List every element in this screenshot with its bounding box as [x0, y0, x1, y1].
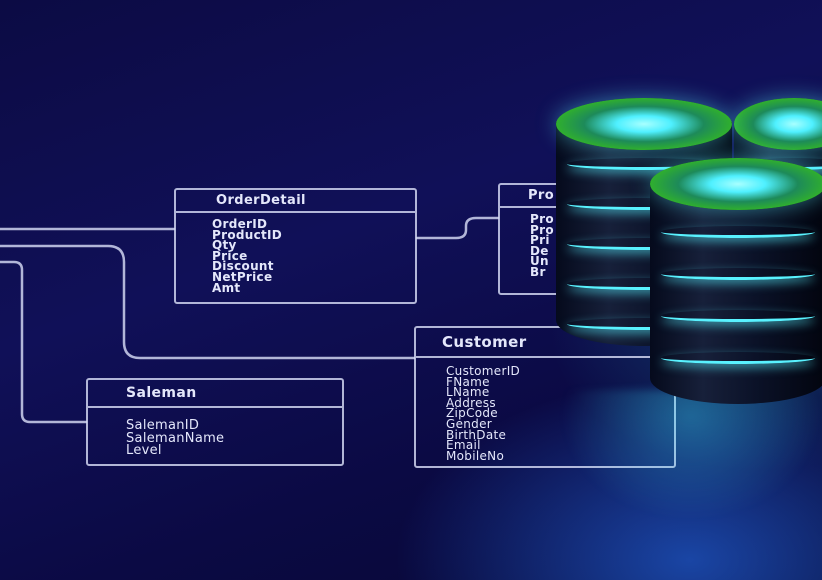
database-ring	[660, 268, 816, 280]
orderdetail-title: OrderDetail	[176, 190, 415, 213]
saleman-field-list: SalemanID SalemanName Level	[88, 408, 342, 458]
field-customerid: CustomerID	[446, 364, 521, 378]
field-amt: Amt	[212, 280, 241, 295]
field-discount: Discount	[212, 259, 274, 274]
field-product-3: Pri	[530, 233, 550, 248]
orderdetail-table: OrderDetail OrderID ProductID Qty Price …	[174, 188, 417, 304]
database-cap	[650, 158, 822, 210]
customer-table: Customer CustomerID FName LName Address …	[414, 326, 676, 468]
field-netprice: NetPrice	[212, 269, 273, 284]
field-qty: Qty	[212, 238, 237, 253]
field-zipcode: ZipCode	[446, 406, 498, 421]
database-icon-front	[650, 158, 822, 404]
customer-field-list: CustomerID FName LName Address ZipCode G…	[416, 358, 674, 461]
field-productid: ProductID	[212, 227, 283, 242]
saleman-title: Saleman	[88, 380, 342, 408]
database-ring	[566, 318, 722, 330]
database-cap	[734, 98, 822, 150]
database-reflection	[560, 390, 822, 520]
field-product-6: Br	[530, 264, 546, 279]
database-ring	[566, 158, 722, 170]
field-email: Email	[446, 438, 481, 453]
field-product-2: Pro	[530, 222, 554, 237]
connector-orderdetail-to-product	[415, 216, 500, 240]
field-salemanid: SalemanID	[126, 418, 200, 433]
field-product-1: Pro	[530, 212, 554, 226]
product-field-list: Pro Pro Pri De Un Br	[500, 208, 586, 278]
orderdetail-field-list: OrderID ProductID Qty Price Discount Net…	[176, 213, 415, 293]
customer-title: Customer	[416, 328, 674, 358]
field-price: Price	[212, 248, 248, 263]
field-address: Address	[446, 395, 496, 410]
field-product-5: Un	[530, 254, 549, 269]
database-ring	[566, 198, 722, 210]
field-fname: FName	[446, 374, 490, 389]
field-orderid: OrderID	[212, 217, 268, 231]
database-ring	[566, 278, 722, 290]
database-ring	[566, 238, 722, 250]
connector-left-to-saleman	[0, 260, 88, 424]
database-ring	[660, 226, 816, 238]
database-ring	[660, 352, 816, 364]
database-ring	[660, 310, 816, 322]
field-level: Level	[126, 443, 162, 458]
database-cap	[556, 98, 732, 150]
saleman-table: Saleman SalemanID SalemanName Level	[86, 378, 344, 466]
field-salemanname: SalemanName	[126, 430, 225, 446]
field-gender: Gender	[446, 416, 493, 431]
product-title: Pro	[500, 185, 586, 208]
connector-left-to-customer	[0, 244, 416, 360]
field-mobileno: MobileNo	[446, 448, 505, 463]
field-lname: LName	[446, 385, 490, 400]
field-product-4: De	[530, 243, 549, 258]
field-birthdate: BirthDate	[446, 427, 507, 442]
database-body	[650, 182, 822, 404]
